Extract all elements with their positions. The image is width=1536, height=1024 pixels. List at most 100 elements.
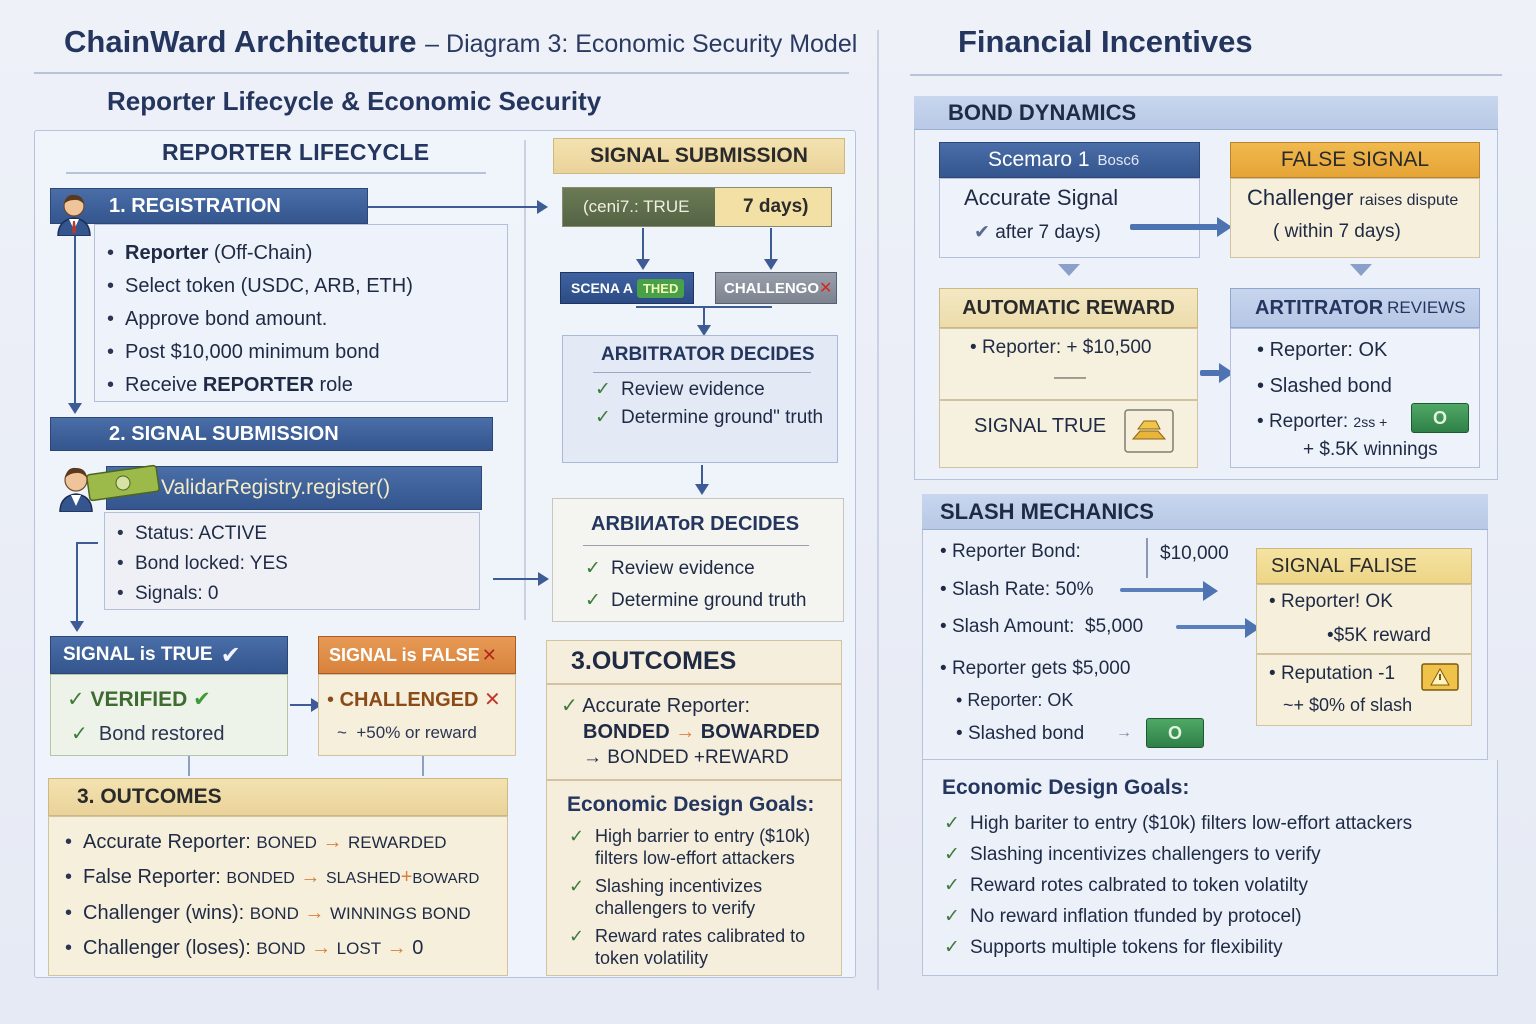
arbitrator-reviews-sub: REVIEWS	[1387, 298, 1466, 317]
arrow-right-icon: →	[386, 937, 407, 959]
sf-rule	[1257, 653, 1471, 655]
signal-false-slash-header: SIGNAL FALISE	[1256, 548, 1472, 584]
outcome-challenger-wins: Challenger (wins): BOND → WINNINGS BOND	[65, 896, 479, 931]
arbitrator-reviews-title: ARTITRATOR	[1255, 296, 1384, 319]
false-signal-line2: ( within 7 days)	[1273, 221, 1401, 242]
registration-item-receive: Receive REPORTER role	[107, 369, 413, 402]
middle-signal-header: SIGNAL SUBMISSION	[553, 138, 845, 174]
register-call-bar: ValidarRegistry.register()	[106, 466, 482, 510]
scena-badge: SCENA A THED	[560, 272, 694, 304]
registration-box: Reporter (Off-Chain) Select token (USDC,…	[94, 224, 508, 402]
arrow-right-icon: →	[300, 866, 321, 888]
reporter-avatar-icon	[57, 194, 91, 236]
true-outcome-connector	[188, 756, 190, 776]
check-icon: ✓	[71, 723, 88, 745]
scena-tag: THED	[636, 278, 685, 298]
middle-goals-title: Economic Design Goals:	[567, 793, 815, 816]
slash-ok: • Reporter: OK	[956, 690, 1074, 710]
auto-reward-header: AUTOMATIC REWARD	[939, 288, 1198, 328]
slash-divider	[1146, 538, 1148, 578]
middle-goals-rule	[547, 779, 841, 781]
middle-goal-3: Reward rates calibrated to token volatil…	[569, 925, 831, 969]
x-icon: ✕	[819, 280, 833, 297]
middle-outcome-line1: BONDED → BOWARDED	[583, 721, 820, 743]
checkmark-icon: ✔	[220, 641, 241, 669]
right-title: Financial Incentives	[958, 24, 1253, 59]
arbitrator-1-determine: Determine ground" truth	[595, 404, 831, 432]
registration-to-submission-arrow	[368, 200, 548, 214]
signal-false-box: • CHALLENGED ✕ ~ +50% or reward	[318, 674, 516, 756]
gold-bars-icon	[1124, 409, 1174, 453]
arbitrator-1-review: Review evidence	[595, 376, 831, 404]
signal-false-slash-title: SIGNAL FALISE	[1271, 554, 1417, 577]
outcome-accurate: Accurate Reporter: BONED → REWARDED	[65, 825, 479, 860]
slash-rate-arrow	[1120, 581, 1218, 601]
slash-amount: • Slash Amount: $5,000	[940, 616, 1144, 637]
submission-to-arbitrator-arrow	[493, 572, 549, 586]
check-icon: ✔	[193, 688, 211, 711]
slashed-arrow-icon: →	[1116, 724, 1132, 741]
arbitrator-down-arrow	[695, 465, 709, 495]
false-down-arrow-icon	[1350, 264, 1372, 276]
lifecycle-header: REPORTER LIFECYCLE	[162, 139, 430, 165]
right-goal-1: High bariter to entry ($10k) filters low…	[944, 808, 1412, 839]
status-bond-locked: Bond locked: YES	[117, 549, 288, 579]
title-rule	[34, 72, 849, 74]
auto-reward-foot: SIGNAL TRUE	[974, 415, 1107, 437]
page-title: ChainWard Architecture – Diagram 3: Econ…	[64, 24, 857, 60]
scenario-subtitle: Bosc6	[1097, 151, 1140, 169]
registration-item-reporter: Reporter (Off-Chain)	[107, 237, 413, 270]
column-divider	[877, 30, 879, 990]
sf-reporter-ok: • Reporter! OK	[1269, 591, 1393, 612]
scenario-header: Scemaro 1 Bosc6	[939, 142, 1200, 178]
right-title-rule	[910, 74, 1502, 76]
arbitrator-reviews-header: ARTITRATOR REVIEWS	[1230, 288, 1480, 328]
true-to-false-arrow	[290, 698, 322, 712]
auto-reward-rule	[940, 399, 1197, 401]
arbitrator-1-rule	[593, 372, 811, 373]
slash-header: SLASH MECHANICS	[922, 494, 1488, 530]
arbitrator-1-title: ARBITRATOR DECIDES	[601, 344, 815, 365]
lifecycle-header-rule	[66, 172, 486, 174]
arrow-right-icon: →	[322, 831, 343, 853]
slash-gets: • Reporter gets $5,000	[940, 658, 1131, 679]
arbitrator-2-determine: Determine ground truth	[585, 585, 806, 617]
middle-outcomes-title: 3.OUTCOMES	[571, 647, 737, 675]
false-signal-box: Challenger raises dispute ( within 7 day…	[1230, 178, 1480, 258]
slash-rate: • Slash Rate: 50%	[940, 579, 1094, 600]
sf-reputation: • Reputation -1	[1269, 663, 1396, 684]
status-signals: Signals: 0	[117, 579, 288, 609]
x-icon: ✕	[484, 689, 501, 711]
plus-icon: +	[400, 866, 413, 888]
scenario-to-false-arrow	[1130, 217, 1232, 237]
outcomes-title: 3. OUTCOMES	[77, 785, 222, 808]
middle-goal-1: High barrier to entry ($10k) filters low…	[569, 825, 831, 869]
title-sub: – Diagram 3: Economic Security Model	[425, 30, 858, 58]
x-icon: ✕	[481, 644, 497, 665]
badges-down-arrow	[697, 306, 711, 336]
outcome-challenger-loses: Challenger (loses): BOND → LOST → 0	[65, 931, 479, 966]
arbitrator-2-review: Review evidence	[585, 553, 806, 585]
middle-outcomes-box: 3.OUTCOMES ✓ Accurate Reporter: BONDED →…	[546, 640, 842, 976]
slash-slashed: • Slashed bond	[956, 723, 1085, 744]
signal-true-header: SIGNAL is TRUE ✔	[50, 636, 288, 674]
check-icon: ✓	[561, 695, 578, 717]
reporter-with-money-icon	[59, 464, 160, 512]
auto-reward-title: AUTOMATIC REWARD	[962, 296, 1175, 319]
bond-dynamics-header: BOND DYNAMICS	[914, 96, 1498, 130]
right-goals-title: Economic Design Goals:	[942, 776, 1190, 799]
sf-slash-share: ~+ $0% of slash	[1283, 695, 1413, 715]
pill-right-down-arrow	[764, 228, 778, 270]
title-main: ChainWard Architecture	[64, 24, 417, 59]
auto-reward-box: • Reporter: + $10,500 —— SIGNAL TRUE	[939, 328, 1198, 468]
verified-label: ✓ VERIFIED ✔	[67, 688, 211, 711]
middle-outcome-line2: → BONDED +REWARD	[583, 747, 789, 768]
middle-goal-2: Slashing incentivizes challengers to ver…	[569, 875, 831, 919]
status-down-arrow	[70, 542, 84, 632]
right-goal-2: Slashing incentivizes challengers to ver…	[944, 839, 1412, 870]
bond-dynamics-title: BOND DYNAMICS	[948, 99, 1137, 125]
scenario-box: Accurate Signal ✔ after 7 days)	[939, 178, 1200, 258]
register-call-text: ValidarRegistry.register()	[161, 476, 391, 499]
arrow-right-icon: →	[311, 937, 332, 959]
registration-header: 1. REGISTRATION	[50, 188, 368, 224]
